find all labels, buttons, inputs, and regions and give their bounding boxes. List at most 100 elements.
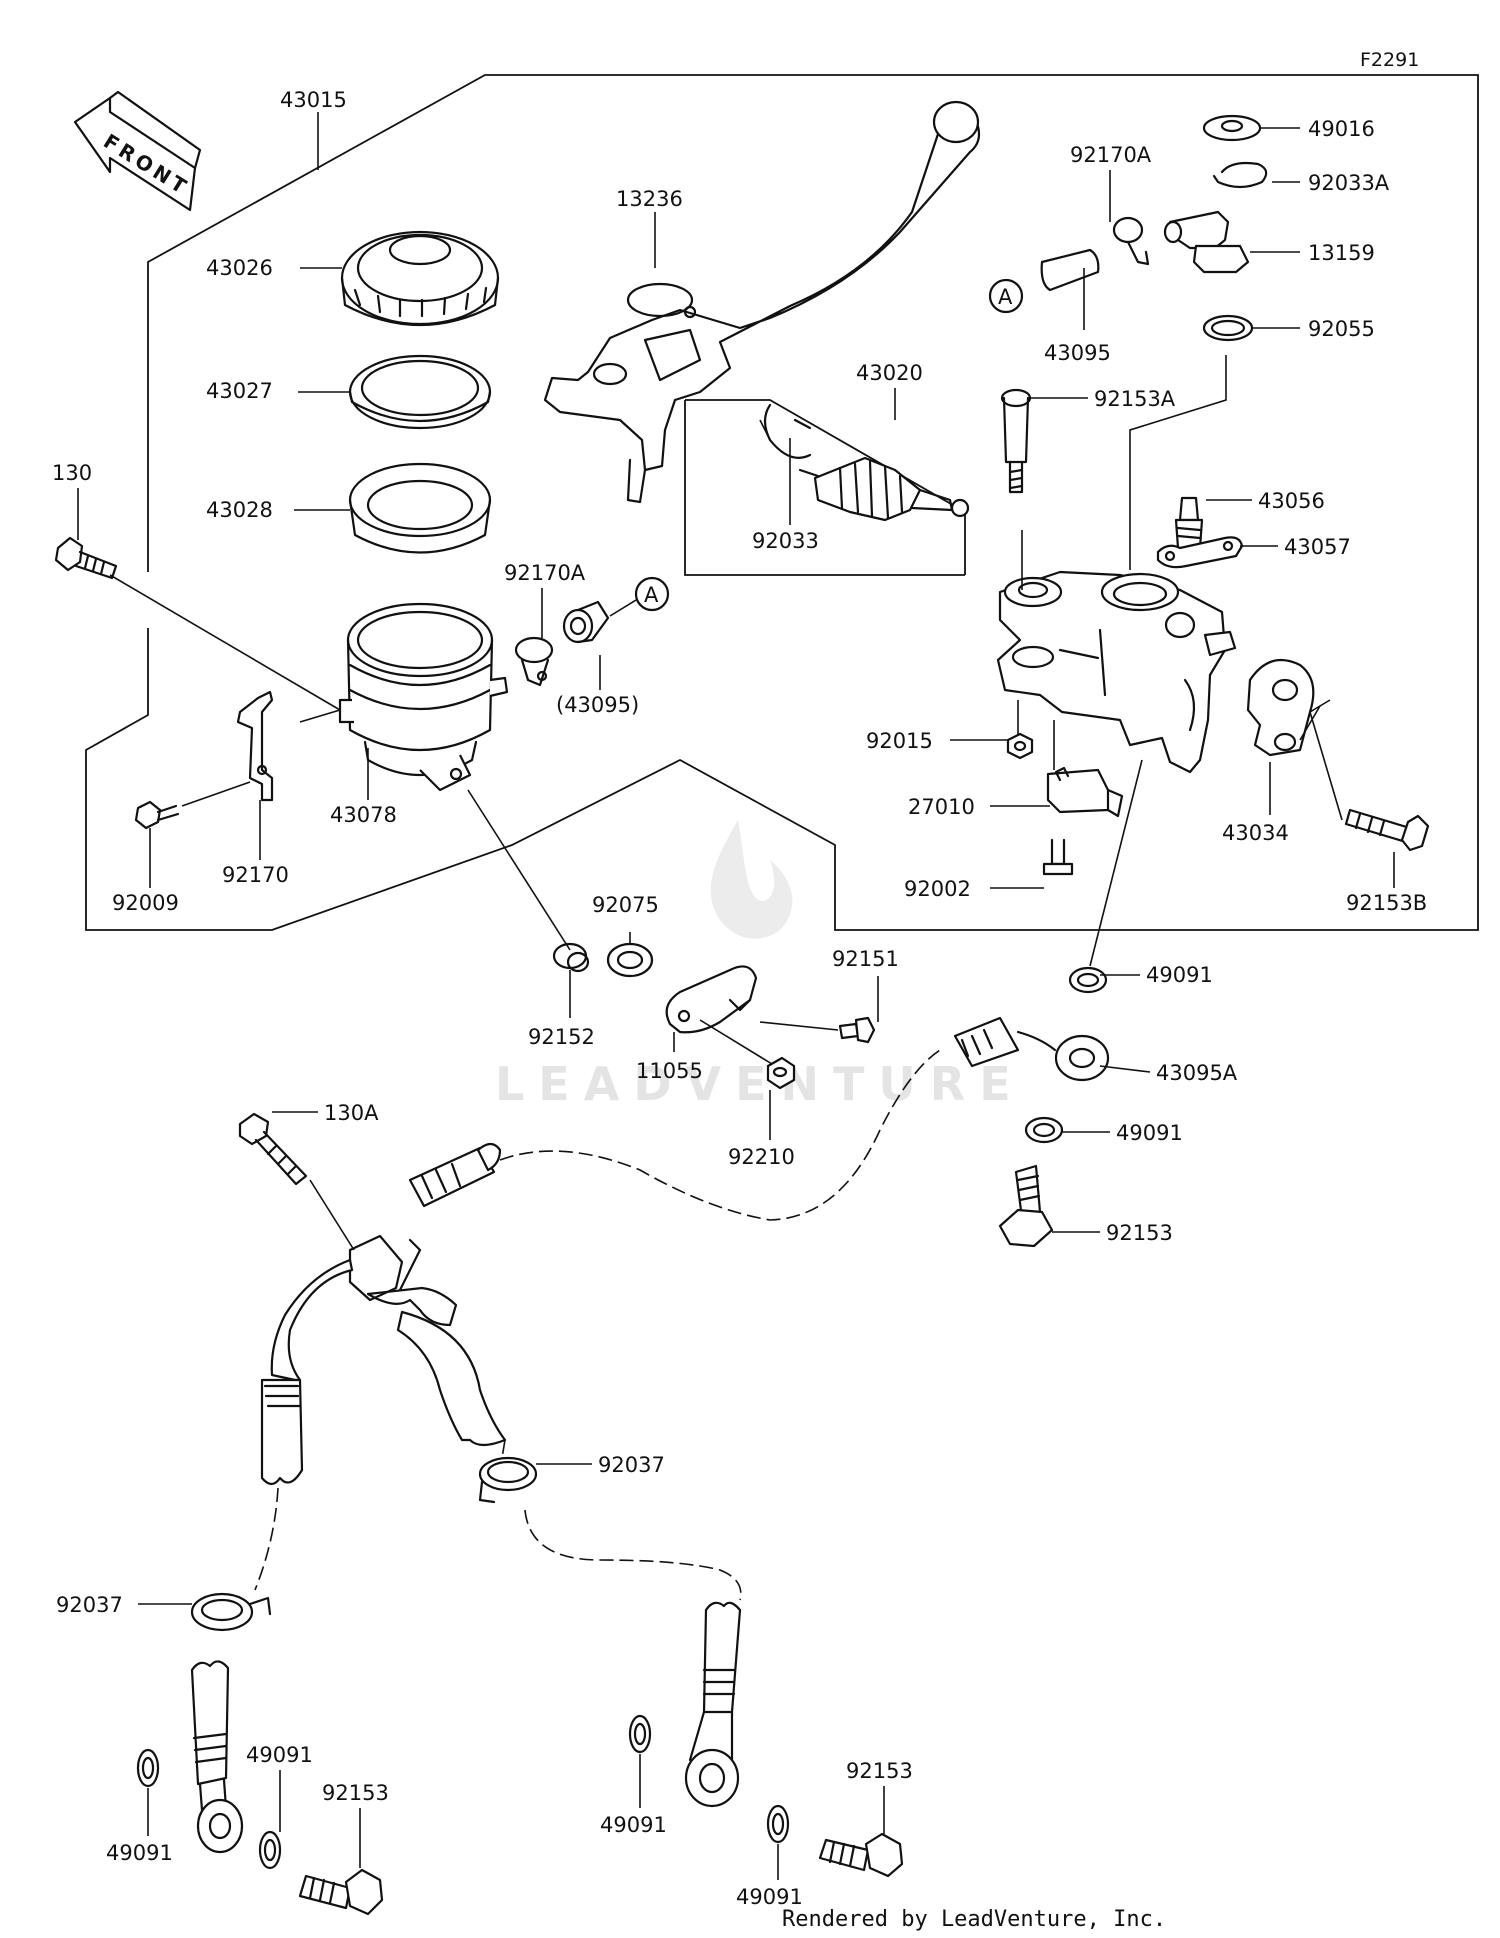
banjo-43095a: [953, 1016, 1110, 1082]
label-92075: 92075: [592, 893, 659, 917]
master-cylinder-body: [996, 570, 1237, 774]
lever-13236: [543, 100, 981, 504]
label-92153-a: 92153: [1106, 1221, 1173, 1245]
label-92033: 92033: [752, 529, 819, 553]
figure-code: F2291: [1360, 49, 1419, 71]
hose-43095-right: [1040, 248, 1100, 292]
label-92033a: 92033A: [1308, 171, 1390, 195]
label-92170: 92170: [222, 863, 289, 887]
hose-43095-left: [562, 600, 610, 644]
washer-49091-b: [1024, 1116, 1064, 1144]
label-92055: 92055: [1308, 317, 1375, 341]
clamp-92170a-right: [1112, 216, 1150, 266]
screw-92151: [838, 1016, 876, 1044]
bolt-130: [54, 536, 118, 580]
nut-92210: [766, 1056, 796, 1090]
washer-49091-c: [136, 1748, 160, 1788]
bracket-92170: [236, 690, 274, 802]
label-43028: 43028: [206, 498, 273, 522]
label-13159: 13159: [1308, 241, 1375, 265]
piston-kit: [763, 403, 970, 522]
label-43026: 43026: [206, 256, 273, 280]
label-92151: 92151: [832, 947, 899, 971]
hose-lower-right: [684, 1601, 742, 1808]
grommet-92075: [606, 942, 654, 978]
bolt-92153b: [1344, 808, 1430, 852]
switch-27010: [1046, 766, 1124, 818]
diaphragm-plate: [348, 354, 492, 430]
washer-49091-d: [258, 1830, 282, 1870]
label-92152: 92152: [528, 1025, 595, 1049]
clamp-43034: [1246, 658, 1315, 757]
banjo-bolt-92153-b: [298, 1868, 384, 1916]
clamp-92170a-left: [514, 636, 554, 687]
label-49091-a: 49091: [1146, 963, 1213, 987]
collar-92152: [552, 942, 590, 973]
front-arrow-icon: FRONT: [73, 90, 202, 212]
label-130a: 130A: [324, 1101, 379, 1125]
nut-92015: [1006, 732, 1034, 760]
leader-lines: [77, 112, 1395, 1880]
screw-92002: [1042, 838, 1074, 876]
reservoir-cap: [340, 230, 500, 326]
brake-hose-main: [254, 1049, 941, 1601]
cap-49016: [1202, 114, 1262, 142]
label-49016: 49016: [1308, 117, 1375, 141]
callout-a-left-text: A: [644, 583, 659, 607]
cap-43057: [1156, 536, 1244, 569]
label-92170a-right: 92170A: [1070, 143, 1152, 167]
label-43078: 43078: [330, 803, 397, 827]
label-92170a-left: 92170A: [504, 561, 586, 585]
label-27010: 27010: [908, 795, 975, 819]
label-43027: 43027: [206, 379, 273, 403]
washer-49091-e: [628, 1714, 652, 1754]
screw-92009: [134, 800, 180, 830]
label-11055: 11055: [636, 1059, 703, 1083]
watermark: LEADVENTURE: [495, 820, 1025, 1111]
hose-lower-left: [190, 1660, 244, 1854]
circlip-92033a: [1212, 161, 1268, 189]
label-43057: 43057: [1284, 535, 1351, 559]
label-92153-c: 92153: [846, 1759, 913, 1783]
watermark-text: LEADVENTURE: [495, 1057, 1025, 1111]
label-92015: 92015: [866, 729, 933, 753]
washer-49091-f: [766, 1804, 790, 1844]
diaphragm: [348, 462, 492, 554]
label-49091-e: 49091: [600, 1813, 667, 1837]
label-49091-f: 49091: [736, 1885, 803, 1909]
clamp-92037-a: [190, 1592, 272, 1632]
label-49091-c: 49091: [106, 1841, 173, 1865]
callout-a-right-text: A: [998, 285, 1013, 309]
footer-credit: Rendered by LeadVenture, Inc.: [782, 1907, 1166, 1932]
callout-a-left: A: [634, 576, 670, 612]
part-labels: 43015 43026 43027 43028 130 92170A (4309…: [52, 88, 1427, 1909]
fitting-13159: [1163, 210, 1250, 274]
label-49091-b: 49091: [1116, 1121, 1183, 1145]
label-130: 130: [52, 461, 92, 485]
label-43095-paren: (43095): [556, 693, 639, 717]
label-92002: 92002: [904, 877, 971, 901]
label-92210: 92210: [728, 1145, 795, 1169]
label-43034: 43034: [1222, 821, 1289, 845]
o-ring-92055: [1202, 314, 1254, 342]
pin-92153a: [1000, 388, 1032, 494]
label-92153a: 92153A: [1094, 387, 1176, 411]
label-43095: 43095: [1044, 341, 1111, 365]
washer-49091-a: [1068, 966, 1108, 994]
reservoir-body: [338, 602, 509, 792]
label-43056: 43056: [1258, 489, 1325, 513]
label-92153b: 92153B: [1346, 891, 1427, 915]
label-92153-b: 92153: [322, 1781, 389, 1805]
bracket-11055: [665, 965, 758, 1034]
label-43015: 43015: [280, 88, 347, 112]
bolt-130a: [238, 1112, 308, 1186]
label-92037-a: 92037: [56, 1593, 123, 1617]
callout-a-right: A: [988, 278, 1024, 314]
label-43020: 43020: [856, 361, 923, 385]
banjo-bolt-92153-c: [818, 1832, 904, 1878]
banjo-bolt-92153-a: [998, 1164, 1054, 1248]
label-13236: 13236: [616, 187, 683, 211]
label-49091-d: 49091: [246, 1743, 313, 1767]
label-92037-b: 92037: [598, 1453, 665, 1477]
